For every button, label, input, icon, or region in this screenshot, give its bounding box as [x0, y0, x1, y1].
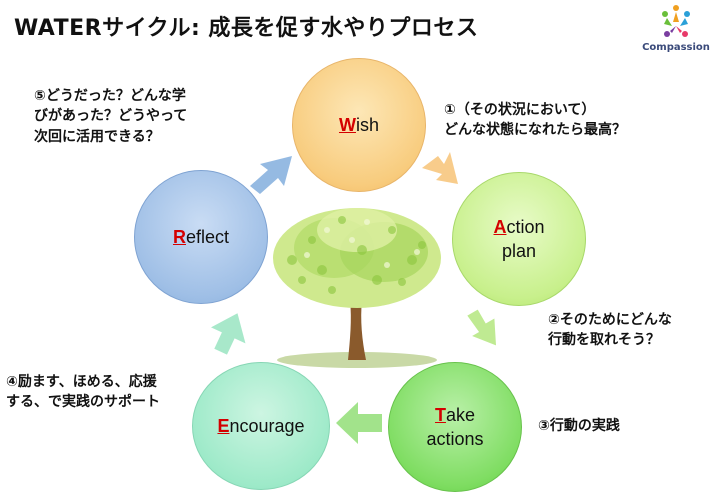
node-reflect: Reflect: [134, 170, 268, 304]
note-step-3: ③行動の実践: [538, 418, 620, 434]
note-step-5: ⑤どうだった？どんな学びがあった？どうやって次回に活用できる？: [34, 88, 188, 145]
node-encourage-label: Encourage: [217, 415, 305, 436]
logo-text: Compassion: [642, 42, 710, 53]
node-action-label: Action: [493, 216, 545, 237]
node-encourage: Encourage: [192, 362, 330, 490]
compassion-logo: Compassion: [640, 2, 712, 62]
tree-illustration: [273, 208, 441, 368]
note-step-1: ①（その状況において）どんな状態になれたら最高？: [444, 102, 626, 139]
arrow-take-to-encourage: [336, 402, 382, 444]
node-wish-label: Wish: [338, 114, 379, 135]
node-reflect-label: Reflect: [172, 226, 230, 247]
node-wish: Wish: [292, 58, 426, 192]
node-action-plan: Action plan: [452, 172, 586, 306]
arrow-wish-to-action: [422, 152, 458, 184]
note-step-4: ④励ます、ほめる、応援する、で実践のサポート: [6, 374, 160, 411]
node-take-label-line2: actions: [426, 429, 484, 449]
arrow-action-to-take: [467, 309, 496, 346]
node-action-label-line2: plan: [501, 241, 537, 261]
arrow-encourage-to-reflect: [211, 313, 246, 355]
node-take-actions: Take actions: [388, 362, 522, 492]
star-people-icon: [662, 5, 690, 37]
page-title: WATERサイクル: 成長を促す水やりプロセス: [14, 16, 479, 41]
node-take-label: Take: [434, 404, 476, 425]
arrow-reflect-to-wish: [250, 156, 292, 194]
note-step-2: ②そのためにどんな行動を取れそう？: [548, 312, 672, 349]
